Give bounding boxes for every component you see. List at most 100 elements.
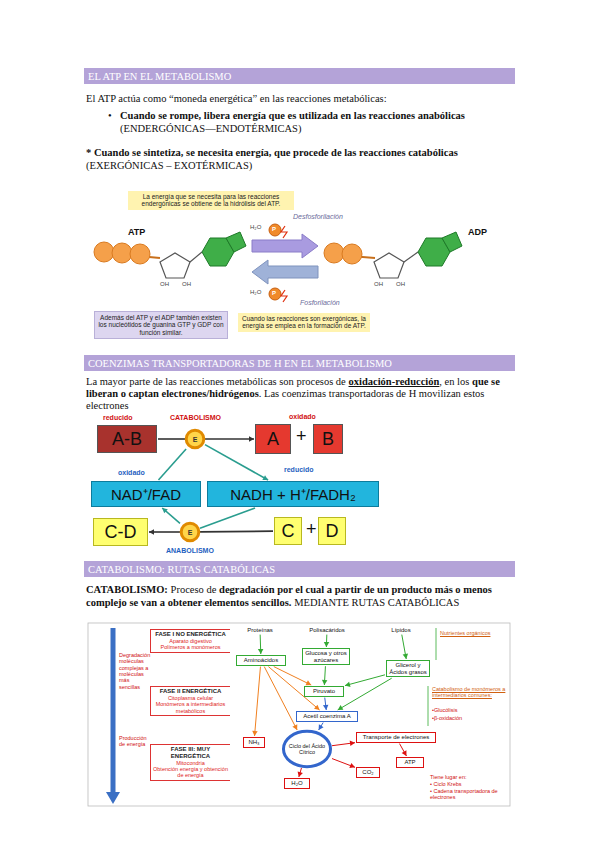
- process-label: ANABOLISMO: [166, 547, 214, 554]
- paragraph-text: , en los: [439, 376, 469, 387]
- paragraph-text: CATABOLISMO:: [86, 584, 168, 595]
- node-text: A-B: [112, 429, 142, 450]
- node-text: NADH + H⁺/FADH₂: [230, 484, 355, 504]
- reaction-arrows: [252, 224, 318, 302]
- paragraph: Cuando se rompe, libera energía que es u…: [120, 109, 515, 135]
- node-text: Acetil coenzima A: [303, 713, 350, 720]
- node-text: Glucosa y otros azúcares: [305, 650, 347, 663]
- state-label: reducido: [103, 414, 133, 421]
- arrow-head: [306, 680, 312, 685]
- process-label: CATABOLISMO: [170, 414, 221, 421]
- molecule-box: A: [255, 424, 291, 454]
- connector: [158, 449, 186, 480]
- connector: [400, 744, 407, 756]
- paragraph: El ATP actúa como “moneda energética” en…: [86, 92, 516, 105]
- connector: [200, 531, 273, 533]
- arrow-head: [324, 642, 329, 647]
- arrow-head: [292, 724, 297, 730]
- connector-line: [319, 723, 324, 730]
- atp-molecule: [94, 232, 246, 278]
- node-text: Además del ATP y el ADP también existen …: [98, 314, 224, 336]
- process-box: Glucosa y otros azúcares: [302, 648, 350, 665]
- arrow-head: [249, 436, 254, 442]
- side-note: •Glucólisis: [432, 707, 502, 713]
- note-box: Cuando las reacciones son exergónicas, l…: [238, 313, 370, 332]
- node-text: Aparato digestivo: [169, 638, 212, 644]
- phase-block: FASE I NO ENERGÉTICAAparato digestivoPol…: [150, 629, 230, 653]
- atom-label: OH: [374, 281, 383, 287]
- phosphate-label: P: [272, 290, 276, 296]
- node-text: Monómeros a intermediarios metabólicos: [153, 701, 228, 714]
- paragraph-text: MEDIANTE RUTAS CATABÓLICAS: [294, 597, 459, 608]
- water-label: H₂O: [250, 224, 261, 230]
- connector-line: [162, 508, 180, 523]
- process-box: Transporte de electrones: [356, 732, 436, 743]
- connector-line: [158, 438, 185, 440]
- molecule-box: A-B: [97, 425, 157, 453]
- water-label: H₂O: [250, 289, 261, 295]
- connector-line: [200, 508, 255, 528]
- node-text: Piruvato: [313, 688, 335, 695]
- arrow-head: [350, 741, 355, 746]
- product-box: NH₃: [243, 737, 265, 748]
- connector-line: [400, 744, 407, 756]
- bullet: •: [108, 109, 112, 122]
- node-text: Cuando las reacciones son exergónicas, l…: [241, 315, 367, 330]
- paragraph: * Cuando se sintetiza, se necesita energ…: [86, 146, 516, 172]
- connector: [323, 698, 328, 710]
- connector: [338, 678, 392, 710]
- connector-line: [332, 759, 355, 768]
- connector-line: [345, 675, 385, 686]
- section-band: CATABOLISMO: RUTAS CATABÓLICAS: [84, 561, 515, 577]
- paragraph-text: (EXERGÓNICAS – EXOTÉRMICAS): [86, 159, 513, 172]
- section-band: EL ATP EN EL METABOLISMO: [84, 68, 515, 84]
- side-note: Producción de energía: [119, 735, 149, 748]
- process-box: Acetil coenzima A: [296, 711, 358, 722]
- arrow-head: [322, 680, 327, 685]
- paragraph-text: (ENDERGÓNICAS—ENDOTÉRMICAS): [120, 122, 512, 135]
- connector-line: [205, 438, 254, 440]
- connector-line: [158, 449, 186, 480]
- connector: [205, 436, 254, 442]
- state-label: oxidado: [118, 469, 145, 476]
- arrow-head: [262, 475, 268, 480]
- connector: [252, 667, 260, 736]
- arrow-head: [349, 763, 355, 768]
- connector-line: [255, 667, 261, 736]
- nutrient-label: Lípidos: [383, 627, 419, 634]
- coenzyme-box: NADH + H⁺/FADH₂: [207, 481, 379, 507]
- node-text: D: [326, 521, 339, 542]
- state-label: reducido: [284, 466, 314, 473]
- node-text: CATABOLISMO: RUTAS CATABÓLICAS: [88, 564, 275, 575]
- progress-arrow: [106, 628, 120, 804]
- side-note: Catabolismo de monómeros a intermediario…: [432, 686, 506, 699]
- note-bracket: [436, 628, 437, 660]
- paragraph: La mayor parte de las reacciones metaból…: [86, 376, 516, 412]
- node-text: C: [282, 521, 295, 542]
- connector: [298, 768, 303, 777]
- connector-line: [200, 530, 273, 532]
- node-text: CO₂: [362, 769, 373, 776]
- atom-label: OH: [182, 281, 191, 287]
- connector: [200, 508, 255, 528]
- reaction-label: Fosforilación: [300, 299, 340, 306]
- molecule-box: D: [318, 517, 346, 545]
- connector: [158, 439, 185, 440]
- state-label: oxidado: [289, 413, 316, 420]
- phosphate-label: P: [272, 226, 276, 232]
- arrow-head: [252, 731, 257, 736]
- molecule-name: ATP: [128, 227, 145, 237]
- product-box: CO₂: [356, 767, 380, 778]
- connector: [264, 667, 297, 730]
- connector: [258, 635, 263, 654]
- paragraph-text: La mayor parte de las reacciones metaból…: [86, 376, 346, 387]
- node-text: ATP: [404, 759, 415, 766]
- node-text: FASE I NO ENERGÉTICA: [155, 631, 226, 638]
- molecule-box: C: [274, 517, 302, 545]
- nutrient-label: Proteínas: [240, 627, 280, 634]
- paragraph: CATABOLISMO:Proceso dedegradación por el…: [86, 584, 516, 609]
- connector: [332, 741, 355, 746]
- process-box: Piruvato: [304, 686, 344, 697]
- molecule-name: ADP: [468, 227, 487, 237]
- atom-label: OH: [396, 281, 405, 287]
